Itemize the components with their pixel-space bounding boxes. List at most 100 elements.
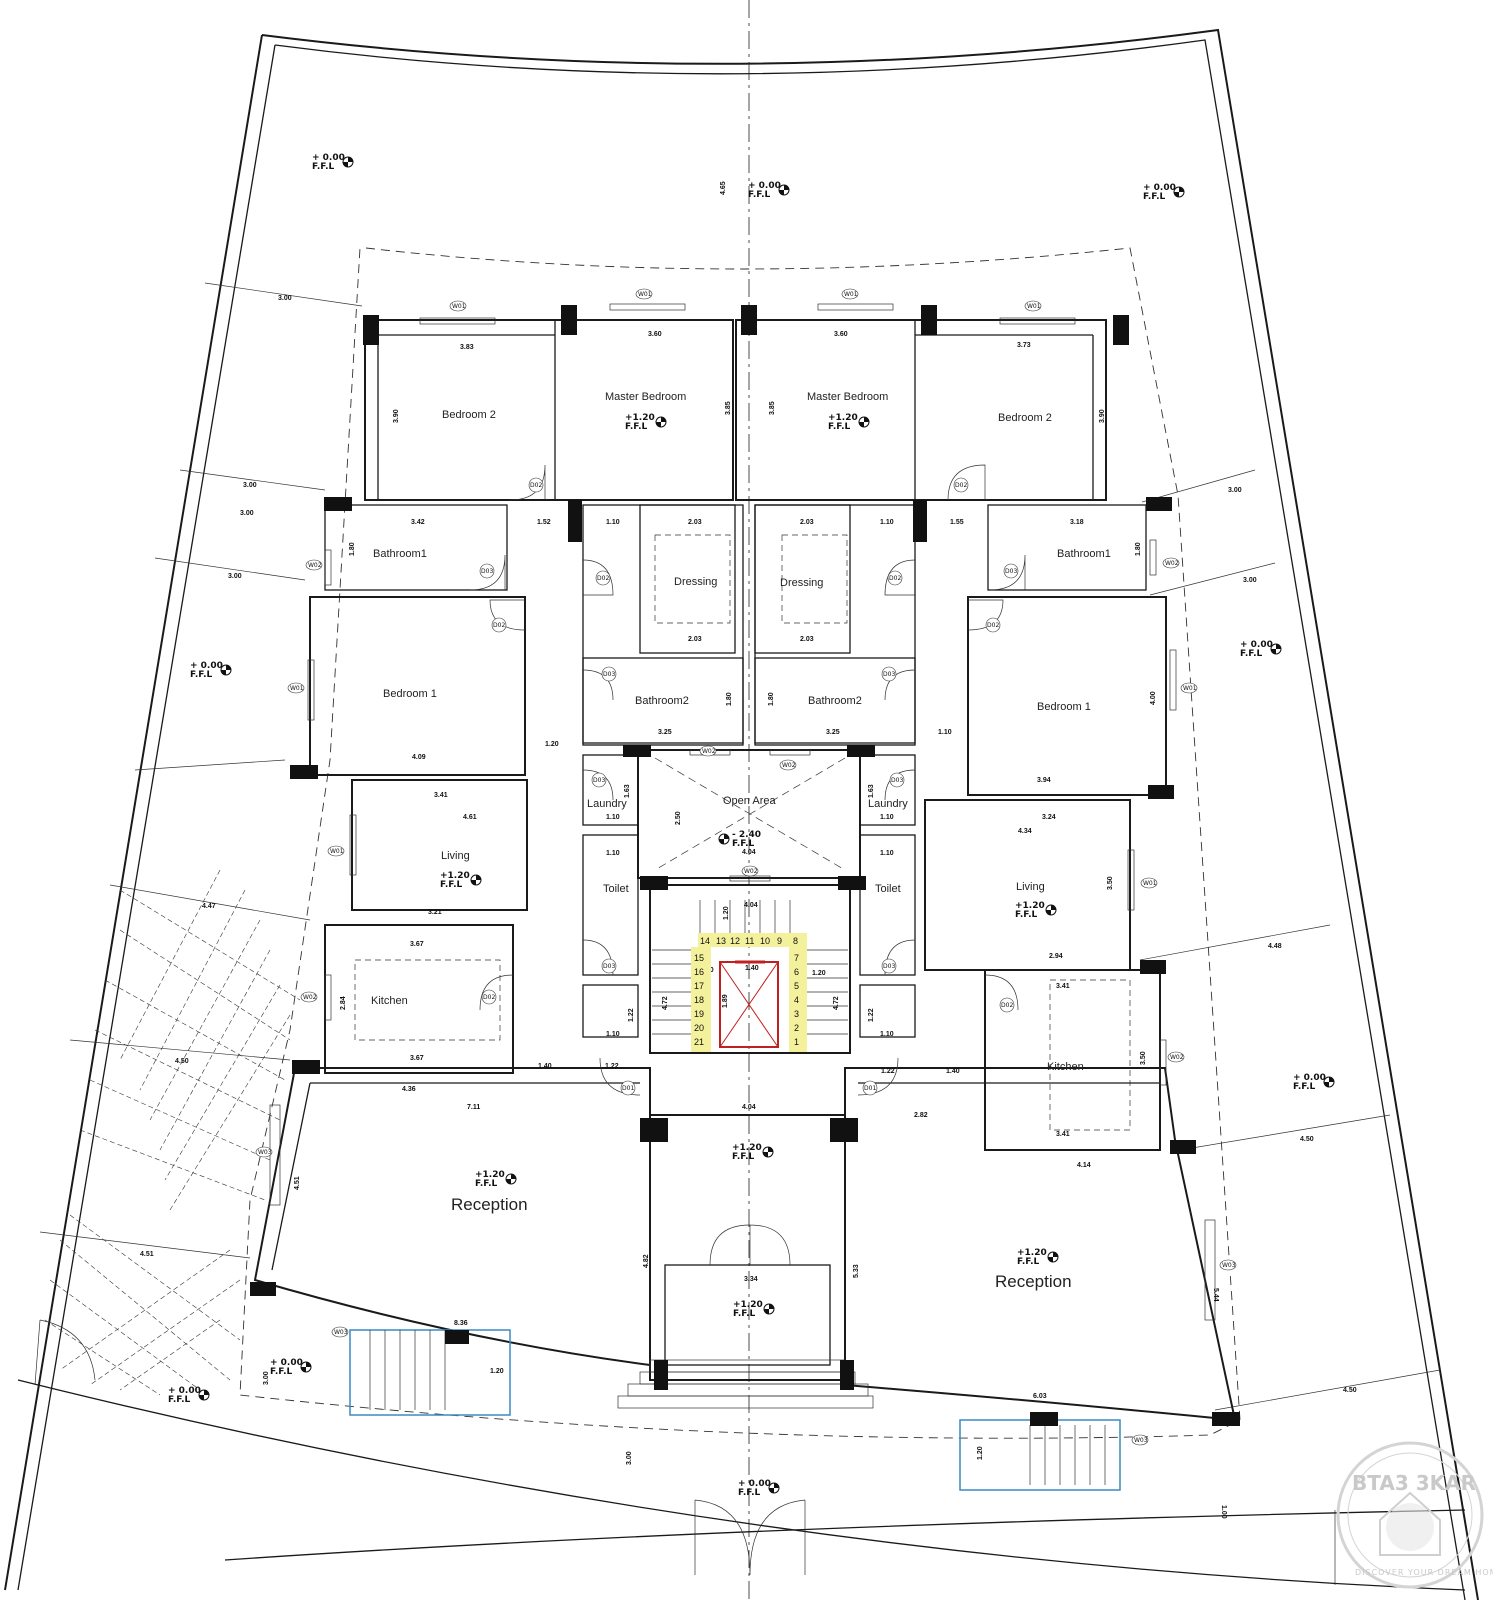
dimension-label: 5.33 <box>853 1264 860 1278</box>
dimension-label: 3.25 <box>658 729 672 736</box>
room-living-left: Living <box>441 850 470 862</box>
dimension-label: 1.80 <box>349 542 356 556</box>
dimension-label: 3.85 <box>725 401 732 415</box>
svg-text:W01: W01 <box>452 303 466 310</box>
window-tag: W03 <box>331 1326 349 1338</box>
window-tag: W03 <box>255 1146 273 1158</box>
dimension-label: 3.73 <box>1017 342 1031 349</box>
windows <box>269 303 1216 1321</box>
svg-text:W03: W03 <box>334 1329 348 1336</box>
window-tag: W01 <box>327 845 345 857</box>
room-toilet-right: Toilet <box>875 883 901 895</box>
room-bedroom-1-right: Bedroom 1 <box>1037 701 1091 713</box>
dimension-label: 1.89 <box>722 994 729 1008</box>
svg-text:D03: D03 <box>603 671 615 678</box>
dimension-label: 6.03 <box>1033 1393 1047 1400</box>
svg-text:+1.20: +1.20 <box>1017 1248 1047 1258</box>
dimension-label: 2.03 <box>688 519 702 526</box>
svg-text:W01: W01 <box>844 291 858 298</box>
doors <box>469 464 1026 1096</box>
svg-text:+ 0.00: + 0.00 <box>1293 1073 1326 1083</box>
dimension-label: 2.03 <box>800 636 814 643</box>
svg-text:+ 0.00: + 0.00 <box>270 1358 303 1368</box>
stair-number: 9 <box>777 936 782 946</box>
dimension-label: 2.03 <box>800 519 814 526</box>
dimension-label: 1.22 <box>605 1063 619 1070</box>
svg-text:F.F.L: F.F.L <box>168 1395 190 1405</box>
exterior-stair-left <box>349 1329 511 1416</box>
dimension-label: 2.84 <box>340 996 347 1010</box>
svg-text:D02: D02 <box>597 575 609 582</box>
svg-text:W03: W03 <box>1222 1262 1236 1269</box>
level-marker: +1.20 F.F.L <box>733 1300 775 1319</box>
dimension-label: 1.10 <box>880 850 894 857</box>
dimension-label: 4.14 <box>1077 1162 1091 1169</box>
dimension-label: 1.22 <box>881 1068 895 1075</box>
dimension-label: 3.21 <box>428 909 442 916</box>
svg-text:F.F.L: F.F.L <box>738 1488 760 1498</box>
svg-text:+ 0.00: + 0.00 <box>168 1386 201 1396</box>
dimension-label: 1.80 <box>1135 542 1142 556</box>
dimension-label: 1.52 <box>537 519 551 526</box>
parking-hatch <box>44 869 301 1396</box>
stair-number: 8 <box>793 936 798 946</box>
door-tag: D03 <box>591 772 607 788</box>
svg-text:+1.20: +1.20 <box>440 871 470 881</box>
stair-number: 21 <box>694 1037 704 1047</box>
svg-text:W01: W01 <box>330 848 344 855</box>
window-tag: W02 <box>1162 557 1180 569</box>
svg-text:F.F.L: F.F.L <box>1143 192 1165 202</box>
dimension-label: 4.50 <box>1300 1136 1314 1143</box>
svg-text:W01: W01 <box>1027 303 1041 310</box>
dimension-label: 8.36 <box>454 1320 468 1327</box>
window-tag: W01 <box>1024 300 1042 312</box>
dimension-label: 3.90 <box>393 409 400 423</box>
dimension-label: 3.90 <box>1099 409 1106 423</box>
dimension-label: 3.50 <box>1140 1051 1147 1065</box>
level-marker: + 0.00 F.F.L <box>1143 183 1185 202</box>
dimension-label: 4.36 <box>402 1086 416 1093</box>
dimension-label: 3.60 <box>648 331 662 338</box>
brand-watermark: BTA3 3KAR DISCOVER YOUR DREAM HOME <box>1336 1441 1493 1589</box>
dimension-label: 3.00 <box>240 510 254 517</box>
svg-text:+ 0.00: + 0.00 <box>312 153 345 163</box>
dimension-label: 3.42 <box>411 519 425 526</box>
room-laundry-right: Laundry <box>868 798 908 810</box>
svg-text:+ 0.00: + 0.00 <box>1143 183 1176 193</box>
window-tag: W01 <box>1180 682 1198 694</box>
dimension-label: 3.67 <box>410 1055 424 1062</box>
svg-text:D03: D03 <box>1005 568 1017 575</box>
dimension-label: 1.10 <box>606 519 620 526</box>
level-marker: + 0.00 F.F.L <box>270 1358 312 1377</box>
dimension-label: 4.47 <box>202 903 216 910</box>
dimension-label: 2.03 <box>688 636 702 643</box>
dimension-label: 1.40 <box>745 965 759 972</box>
window-tag: W02 <box>305 559 323 571</box>
stair-number: 3 <box>794 1009 799 1019</box>
dimension-label: 5.44 <box>1212 1288 1219 1302</box>
svg-text:F.F.L: F.F.L <box>190 670 212 680</box>
stair-number: 12 <box>730 936 740 946</box>
window-tag: W01 <box>1140 877 1158 889</box>
window-tag: W01 <box>287 682 305 694</box>
door-tag: D02 <box>985 617 1001 633</box>
door-tag: D03 <box>1003 563 1019 579</box>
brand-name: BTA3 3KAR <box>1352 1471 1476 1495</box>
room-laundry-left: Laundry <box>587 798 627 810</box>
dimension-label: 1.20 <box>723 906 730 920</box>
room-bedroom-1-left: Bedroom 1 <box>383 688 437 700</box>
stair-number: 4 <box>794 995 799 1005</box>
dimension-label: 3.67 <box>410 941 424 948</box>
window-tag: W02 <box>779 759 797 771</box>
dimension-label: 3.00 <box>228 573 242 580</box>
svg-text:D03: D03 <box>883 963 895 970</box>
dimension-label: 1.22 <box>868 1008 875 1022</box>
dimension-label: 1.10 <box>880 814 894 821</box>
room-bathroom2-left: Bathroom2 <box>635 695 689 707</box>
dimension-label: 4.09 <box>412 754 426 761</box>
door-tag: D02 <box>491 617 507 633</box>
door-tag: D03 <box>479 563 495 579</box>
svg-text:D03: D03 <box>593 777 605 784</box>
level-marker: + 0.00 F.F.L <box>748 181 790 200</box>
room-master-bedroom-right: Master Bedroom <box>807 391 888 403</box>
